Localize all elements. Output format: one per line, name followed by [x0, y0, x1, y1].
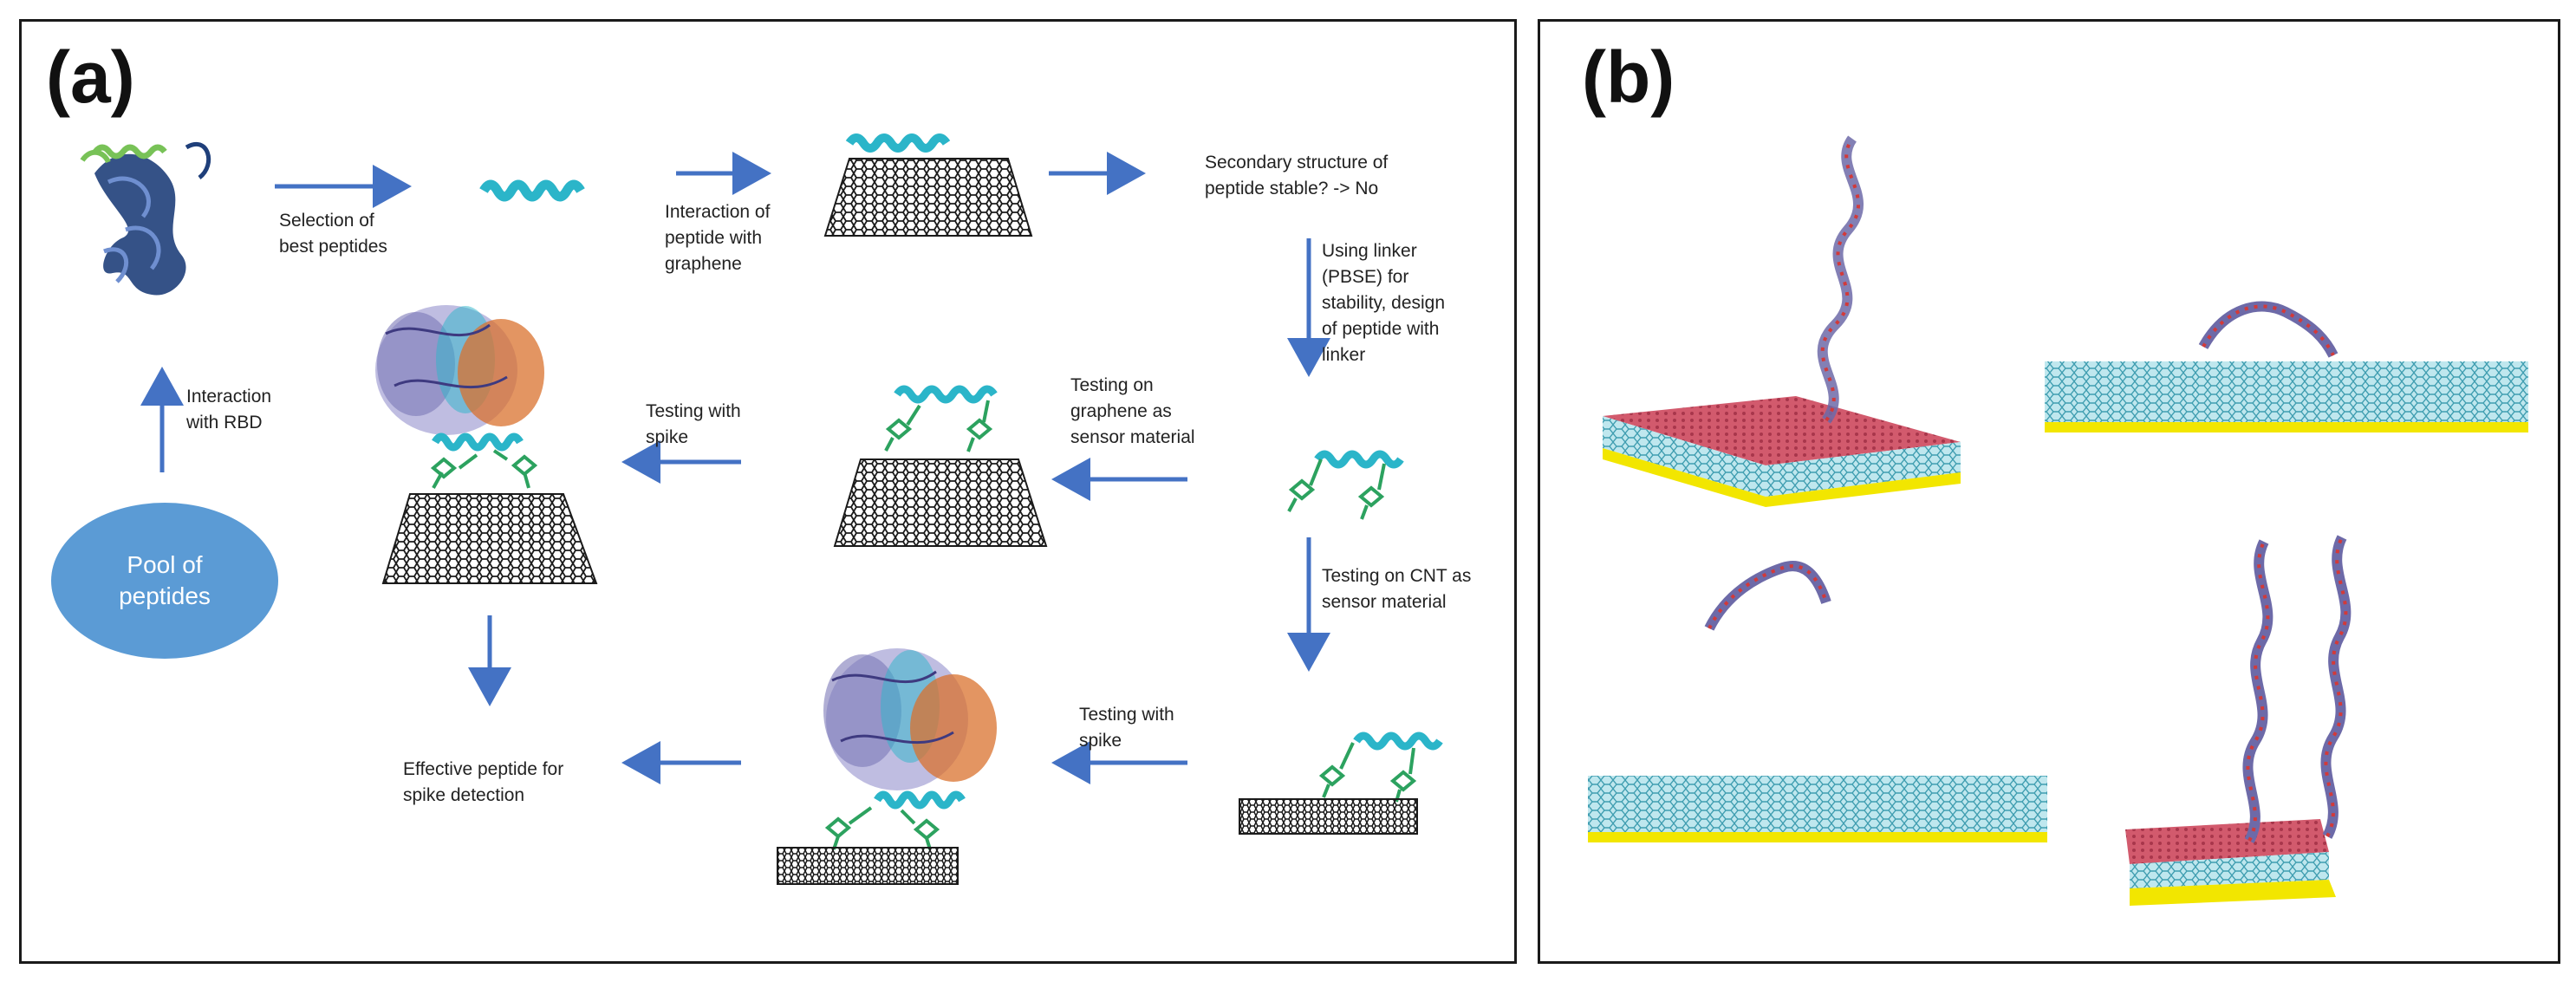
using-linker-label: Using linker (PBSE) for stability, desig… [1322, 241, 1446, 365]
spike-on-graphene-icon [375, 305, 598, 584]
secondary-structure-label: Secondary structure of peptide stable? -… [1205, 153, 1389, 198]
peptide-helix-icon [479, 179, 585, 202]
interaction-with-rbd-label: Interaction with RBD [186, 387, 272, 432]
panel-a: (a) [19, 19, 1517, 964]
simulation-slab-bottom-right [2125, 535, 2352, 906]
spike-on-cnt-icon [777, 648, 997, 885]
testing-on-cnt-label: Testing on CNT as sensor material [1322, 566, 1472, 612]
simulation-slab-bottom-left [1588, 561, 2047, 842]
pool-of-peptides-label: Pool of peptides [119, 551, 211, 609]
graphene-with-peptide-icon [823, 133, 1033, 237]
testing-on-graphene-label: Testing on graphene as sensor material [1070, 375, 1195, 447]
testing-with-spike-bottom-label: Testing with spike [1079, 705, 1174, 751]
panel-b-graphics [1588, 135, 2528, 906]
graphene-with-linker-peptide-icon [833, 385, 1048, 547]
panel-b-label: (b) [1582, 36, 1675, 118]
pool-of-peptides-node: Pool of peptides [51, 503, 278, 659]
testing-with-spike-top-label: Testing with spike [646, 401, 741, 447]
flow-arrows [140, 152, 1330, 784]
panel-a-label: (a) [46, 36, 135, 118]
interaction-with-graphene-label: Interaction of peptide with graphene [665, 202, 771, 274]
simulation-slab-top-left [1603, 135, 1961, 507]
rbd-protein-icon [80, 141, 211, 296]
effective-peptide-label: Effective peptide for spike detection [403, 759, 564, 805]
simulation-slab-top-right [2045, 301, 2528, 432]
linker-peptide-icon [1287, 450, 1404, 520]
cnt-with-linker-peptide-icon [1239, 732, 1443, 835]
panel-a-graphics [80, 133, 1443, 885]
panel-b: (b) [1538, 19, 2560, 964]
selection-of-best-peptides-label: Selection of best peptides [279, 211, 387, 257]
